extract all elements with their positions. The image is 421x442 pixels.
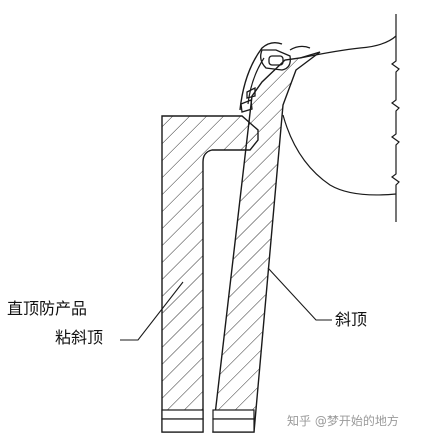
leader-line-angled-lifter [267,267,332,321]
right-boundary-line [390,14,400,222]
product-lower-curve [282,114,397,196]
angled-lifter [212,51,321,433]
leader-line-straight-lifter [120,281,184,341]
product-shell-left [239,41,283,111]
straight-lifter-label-line2: 粘斜顶 [55,328,104,347]
lifter-bottom-bands [161,409,255,433]
straight-lifter-label-line1: 直顶防产品 [7,299,88,318]
product-upper-curve [299,35,397,59]
watermark-text: 知乎 @梦开始的地方 [287,414,399,428]
angled-lifter-label: 斜顶 [335,310,368,329]
